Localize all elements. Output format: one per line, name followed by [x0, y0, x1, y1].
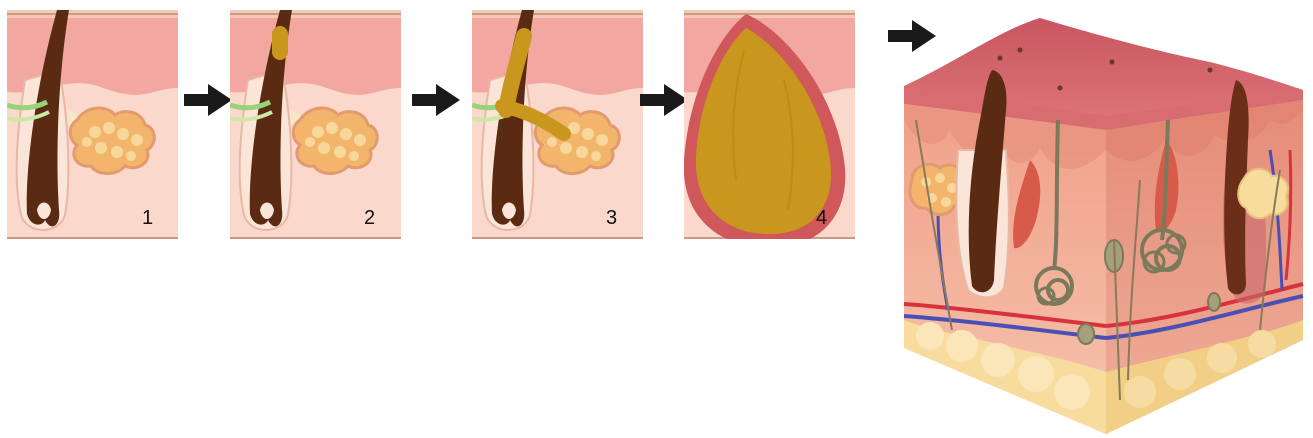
arrow-right-icon [184, 84, 232, 116]
panel-4 [684, 10, 855, 248]
panel-number-2: 2 [364, 207, 375, 229]
arrow-right-icon [412, 84, 460, 116]
panel-number-4: 4 [816, 207, 827, 229]
panel-1 [7, 10, 178, 239]
arrow-right-icon [640, 84, 688, 116]
panel-3 [472, 10, 643, 239]
panel-number-3: 3 [606, 207, 617, 229]
panel-2 [230, 10, 401, 239]
skin-cross-section [904, 18, 1303, 434]
panel-number-1: 1 [142, 207, 153, 229]
arrow-right-icon [888, 20, 936, 52]
